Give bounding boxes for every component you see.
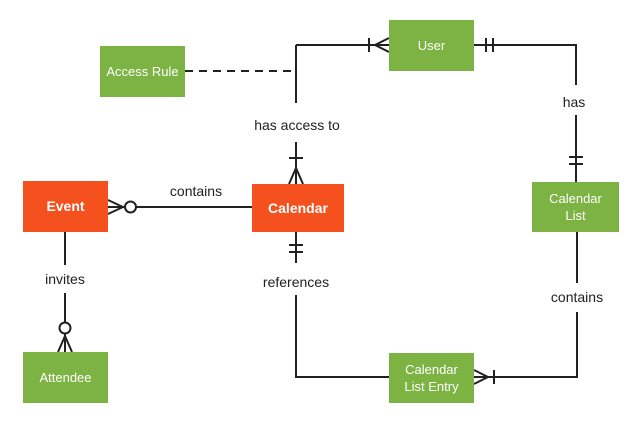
- relationship-label-references: references: [259, 274, 333, 290]
- entity-calendar: Calendar: [252, 184, 344, 232]
- connector-contains-events: [107, 199, 252, 215]
- entity-calendar-list-entry: Calendar List Entry: [389, 353, 474, 403]
- relationship-label-has: has: [559, 94, 589, 110]
- relationship-label-contains-events: contains: [166, 183, 226, 199]
- entity-attendee: Attendee: [23, 352, 108, 403]
- entity-user: User: [389, 20, 474, 71]
- relationship-label-contains-entries: contains: [547, 289, 607, 305]
- relationship-label-has-access-to: has access to: [251, 117, 343, 133]
- connector-has-access-to: [288, 37, 390, 185]
- entity-access-rule: Access Rule: [100, 46, 185, 97]
- relationship-label-invites: invites: [42, 271, 88, 287]
- connector-has: [474, 38, 583, 182]
- connector-invites: [57, 232, 73, 353]
- entity-event: Event: [23, 181, 108, 232]
- entity-calendar-list: Calendar List: [532, 182, 619, 232]
- connector-references: [289, 232, 389, 378]
- connector-contains-entries: [473, 232, 578, 385]
